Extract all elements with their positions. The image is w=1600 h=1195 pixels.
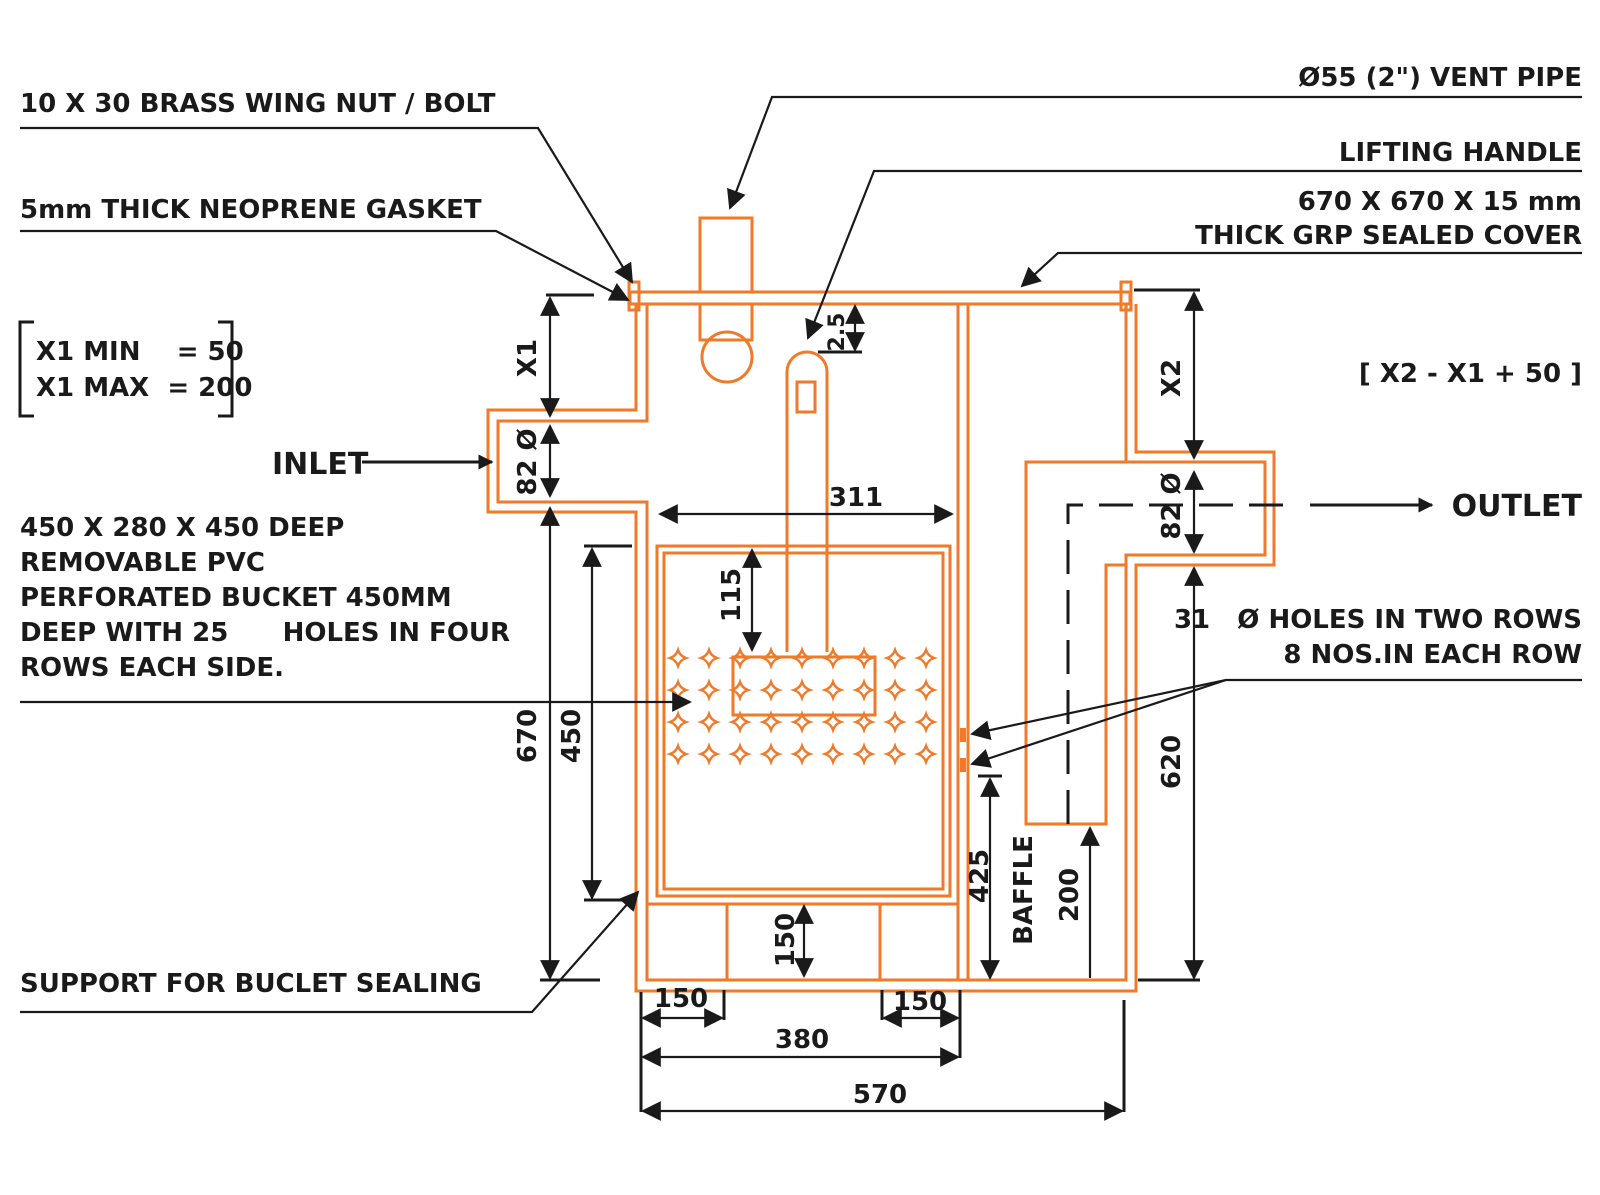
bucket-hole bbox=[883, 710, 907, 734]
bucket-hole bbox=[790, 646, 814, 670]
bucket-hole bbox=[728, 678, 752, 702]
tank-outer-wall bbox=[496, 304, 1267, 982]
lifting-handle-plate bbox=[731, 655, 877, 717]
grp-cover bbox=[628, 290, 1132, 306]
bucket-hole bbox=[821, 678, 845, 702]
bucket-hole bbox=[852, 646, 876, 670]
outlet-drop-pipe bbox=[1024, 460, 1126, 826]
vent-pipe bbox=[698, 216, 754, 294]
bucket-hole bbox=[852, 678, 876, 702]
dim-150-mid: 150 bbox=[771, 913, 801, 967]
bucket-hole bbox=[883, 742, 907, 766]
bucket-hole bbox=[790, 678, 814, 702]
lifting-handle bbox=[785, 350, 829, 652]
bucket-hole bbox=[790, 742, 814, 766]
tank-inner-wall bbox=[486, 304, 1276, 993]
bucket-hole bbox=[759, 678, 783, 702]
formula-label: [ X2 - X1 + 50 ] bbox=[1359, 359, 1582, 389]
bucket-hole bbox=[821, 710, 845, 734]
bucket-hole bbox=[852, 742, 876, 766]
bucket-hole bbox=[759, 646, 783, 670]
bucket-hole bbox=[914, 646, 938, 670]
dim-x2: X2 bbox=[1157, 359, 1187, 397]
bucket-hole bbox=[728, 710, 752, 734]
dim-425: 425 bbox=[965, 849, 995, 903]
wing-nut-label: 10 X 30 BRASS WING NUT / BOLT bbox=[20, 89, 496, 119]
x1-bracket-left bbox=[18, 320, 34, 418]
tank-body bbox=[486, 216, 1276, 993]
bucket-hole bbox=[914, 678, 938, 702]
lifting-handle-label: LIFTING HANDLE bbox=[1339, 138, 1582, 168]
lifting-handle-slot bbox=[795, 380, 817, 414]
dim-outlet-dia: 82 Ø bbox=[1157, 472, 1187, 539]
holes-label-1: 31 Ø HOLES IN TWO ROWS bbox=[1174, 605, 1582, 635]
bucket-support-right bbox=[878, 902, 960, 982]
dim-2-5: 2.5 bbox=[825, 313, 850, 352]
bucket-hole bbox=[697, 742, 721, 766]
leader-lines bbox=[20, 95, 1582, 1014]
gasket-label: 5mm THICK NEOPRENE GASKET bbox=[20, 195, 482, 225]
dim-620: 620 bbox=[1157, 735, 1187, 789]
perforated-bucket bbox=[655, 544, 952, 898]
dim-311: 311 bbox=[829, 483, 883, 513]
bucket-hole bbox=[666, 710, 690, 734]
support-label: SUPPORT FOR BUCLET SEALING bbox=[20, 969, 482, 999]
bucket-hole bbox=[697, 710, 721, 734]
vent-pipe-end bbox=[700, 330, 754, 384]
baffle-hole-2 bbox=[960, 758, 966, 772]
bucket-hole bbox=[697, 678, 721, 702]
bucket-hole bbox=[666, 646, 690, 670]
dim-115: 115 bbox=[717, 568, 747, 622]
bucket-line-2: REMOVABLE PVC bbox=[20, 548, 265, 578]
bucket-holes bbox=[666, 646, 938, 766]
bucket-line-5: ROWS EACH SIDE. bbox=[20, 653, 284, 683]
dim-670: 670 bbox=[513, 709, 543, 763]
bucket-line-3: PERFORATED BUCKET 450MM bbox=[20, 583, 452, 613]
perforated-bucket-inner bbox=[662, 551, 945, 891]
bucket-hole bbox=[821, 646, 845, 670]
x1-max-label: X1 MAX = 200 bbox=[36, 373, 252, 403]
dimension-lines bbox=[540, 288, 1204, 1121]
dim-200: 200 bbox=[1055, 868, 1085, 922]
bucket-support-left bbox=[645, 902, 729, 982]
bucket-hole bbox=[821, 742, 845, 766]
dim-380: 380 bbox=[775, 1025, 829, 1055]
bucket-line-1: 450 X 280 X 450 DEEP bbox=[20, 513, 344, 543]
dim-570: 570 bbox=[853, 1080, 907, 1110]
dim-inlet-dia: 82 Ø bbox=[513, 428, 543, 495]
bucket-hole bbox=[666, 678, 690, 702]
x1-min-label: X1 MIN = 50 bbox=[36, 337, 244, 367]
bucket-line-4: DEEP WITH 25 HOLES IN FOUR bbox=[20, 618, 510, 648]
bucket-hole bbox=[883, 646, 907, 670]
bucket-hole bbox=[728, 742, 752, 766]
inlet-label: INLET bbox=[272, 447, 369, 482]
baffle-label: BAFFLE bbox=[1009, 835, 1039, 945]
bucket-hole bbox=[790, 710, 814, 734]
bucket-hole bbox=[883, 678, 907, 702]
cover-label-1: 670 X 670 X 15 mm bbox=[1298, 187, 1582, 217]
bucket-hole bbox=[759, 710, 783, 734]
bucket-hole bbox=[914, 742, 938, 766]
dim-150-left: 150 bbox=[654, 984, 708, 1014]
vent-pipe-label: Ø55 (2") VENT PIPE bbox=[1298, 63, 1582, 93]
outlet-flow-line bbox=[1066, 503, 1290, 824]
dim-x1: X1 bbox=[513, 339, 543, 377]
bucket-hole bbox=[914, 710, 938, 734]
bucket-hole bbox=[666, 742, 690, 766]
bucket-hole bbox=[728, 646, 752, 670]
bucket-hole bbox=[697, 646, 721, 670]
dim-150-right: 150 bbox=[893, 987, 947, 1017]
x1-bracket-right bbox=[218, 320, 234, 418]
cover-label-2: THICK GRP SEALED COVER bbox=[1195, 221, 1582, 251]
vent-pipe-lower bbox=[698, 302, 754, 342]
outlet-label: OUTLET bbox=[1452, 489, 1583, 524]
dim-450: 450 bbox=[557, 709, 587, 763]
baffle-hole-1 bbox=[960, 728, 966, 742]
holes-label-2: 8 NOS.IN EACH ROW bbox=[1283, 640, 1582, 670]
bucket-hole bbox=[852, 710, 876, 734]
bucket-hole bbox=[759, 742, 783, 766]
